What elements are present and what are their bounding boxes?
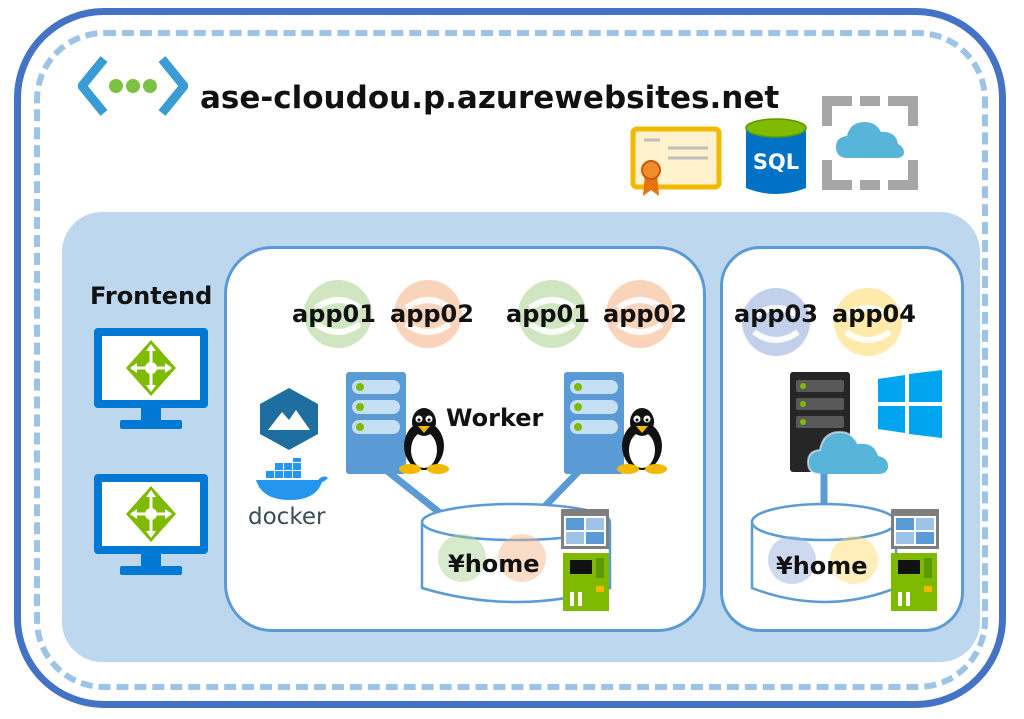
app01-icon-a [304,280,372,348]
frontend-vm-icon-1 [94,328,208,429]
windows-logo-icon [878,370,942,438]
windows-home-storage [750,502,898,604]
app04-icon [834,288,902,356]
worker-label: Worker [446,404,544,432]
app01-icon-b [518,280,586,348]
environment-title: ase-cloudou.p.azurewebsites.net [200,80,780,116]
server-icon-1 [346,372,406,474]
app03-icon [742,288,810,356]
server-icon-2 [564,372,624,474]
frontend-label: Frontend [90,282,213,310]
docker-icon [256,458,328,500]
app-label: app02 [603,300,687,328]
kudu-icon [260,388,318,450]
linux-home-label: ¥home [448,550,540,578]
private-endpoint-icon [78,56,188,116]
linux-tux-icon-2 [617,408,667,474]
app02-icon-a [394,280,462,348]
certificate-icon [630,126,722,196]
app-label: app01 [292,300,376,328]
storage-card-icon-1 [563,553,609,611]
frontend-vm-icon-2 [94,474,208,575]
app-label: app01 [506,300,590,328]
windows-home-label: ¥home [776,552,868,580]
app-window-icon-1 [561,509,609,549]
cloud-icon [806,430,888,475]
app-window-icon-2 [891,509,939,549]
virtual-network-boundary [34,30,988,690]
app-label: app04 [832,300,916,328]
storage-card-icon-2 [891,553,937,611]
linux-tux-icon-1 [399,408,449,474]
cloud-service-icon [822,96,918,190]
app-label: app03 [734,300,818,328]
app02-icon-b [606,280,674,348]
sql-label: SQL [752,150,800,174]
docker-label: docker [248,504,326,530]
app-label: app02 [390,300,474,328]
sql-database-icon [745,118,807,194]
